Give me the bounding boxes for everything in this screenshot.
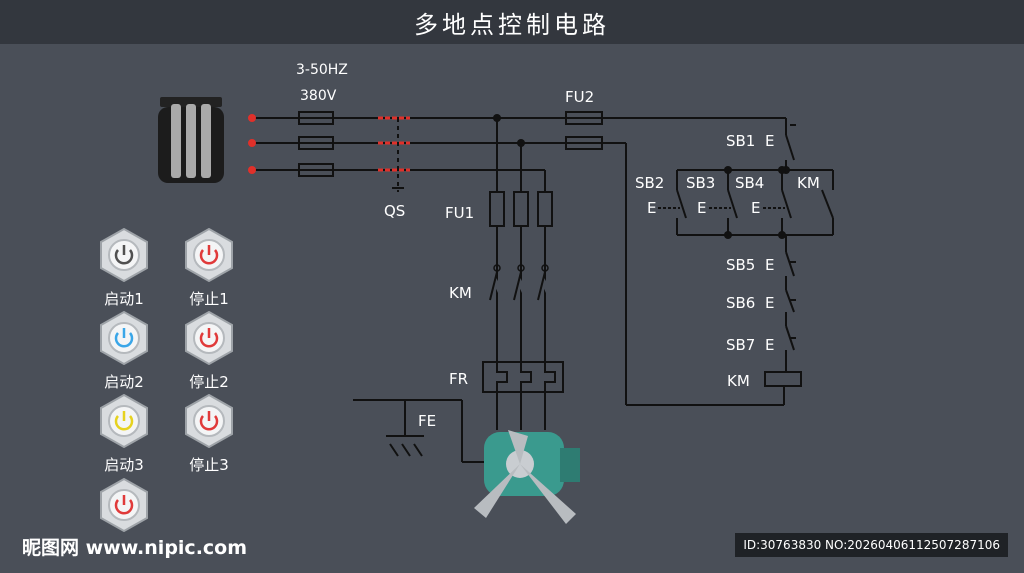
label-km-coil: KM: [727, 372, 750, 390]
stop-3-control[interactable]: 停止3: [179, 393, 239, 475]
fuse-l2: [298, 136, 334, 150]
terminal-l3: [248, 166, 256, 174]
label-fu1: FU1: [445, 204, 474, 222]
label-km-main: KM: [449, 284, 472, 302]
stop-2-button[interactable]: [182, 310, 236, 366]
label-sb1-e: E: [765, 132, 774, 150]
start-2-control[interactable]: 启动2: [94, 310, 154, 392]
stop-1-label: 停止1: [189, 290, 229, 308]
label-fr: FR: [449, 370, 468, 388]
start-1-label: 启动1: [104, 290, 144, 308]
start-1-control[interactable]: 启动1: [94, 227, 154, 309]
label-sb1: SB1: [726, 132, 755, 150]
fuse-fu1-a: [489, 191, 505, 227]
label-sb6: SB6: [726, 294, 755, 312]
fuse-fu1-b: [513, 191, 529, 227]
fuse-l3: [298, 163, 334, 177]
km-contact-c: [537, 271, 546, 301]
label-voltage: 380V: [300, 88, 337, 104]
label-sb6-e: E: [765, 294, 774, 312]
start-2-label: 启动2: [104, 373, 144, 391]
motor-icon: [474, 430, 580, 524]
fuse-fu1-c: [537, 191, 553, 227]
switch-sb1: [785, 134, 795, 161]
stop-all-control[interactable]: [94, 477, 154, 538]
label-sb5: SB5: [726, 256, 755, 274]
label-sb7-e: E: [765, 336, 774, 354]
label-sb3: SB3: [686, 174, 715, 192]
km-coil: [764, 371, 802, 387]
title-bar: 多地点控制电路: [0, 0, 1024, 44]
stop-all-button[interactable]: [97, 477, 151, 533]
stop-1-control[interactable]: 停止1: [179, 227, 239, 309]
label-sb5-e: E: [765, 256, 774, 274]
fr-relay: [482, 361, 564, 393]
km-contact-a: [489, 271, 498, 301]
start-3-label: 启动3: [104, 456, 144, 474]
label-sb3-e: E: [697, 199, 706, 217]
label-fu2: FU2: [565, 88, 594, 106]
start-1-button[interactable]: [97, 227, 151, 283]
stop-2-control[interactable]: 停止2: [179, 310, 239, 392]
stop-3-label: 停止3: [189, 456, 229, 474]
stop-2-label: 停止2: [189, 373, 229, 391]
label-sb2-e: E: [647, 199, 656, 217]
label-frequency: 3-50HZ: [296, 62, 348, 78]
stop-1-button[interactable]: [182, 227, 236, 283]
label-fe: FE: [418, 412, 436, 430]
start-3-control[interactable]: 启动3: [94, 393, 154, 475]
label-qs: QS: [384, 202, 405, 220]
fuse-l1: [298, 111, 334, 125]
label-sb4-e: E: [751, 199, 760, 217]
label-km-aux: KM: [797, 174, 820, 192]
start-3-button[interactable]: [97, 393, 151, 449]
fuse-fu2-a: [565, 111, 603, 125]
terminal-l1: [248, 114, 256, 122]
terminal-l2: [248, 139, 256, 147]
fuse-fu2-b: [565, 136, 603, 150]
label-sb2: SB2: [635, 174, 664, 192]
km-contact-b: [513, 271, 522, 301]
stop-3-button[interactable]: [182, 393, 236, 449]
watermark-logo: 昵图网 www.nipic.com: [22, 537, 248, 559]
page-title: 多地点控制电路: [414, 10, 610, 39]
start-2-button[interactable]: [97, 310, 151, 366]
label-sb7: SB7: [726, 336, 755, 354]
watermark-id: ID:30763830 NO:20260406112507287106: [735, 533, 1008, 557]
breaker-icon: [158, 97, 224, 183]
label-sb4: SB4: [735, 174, 764, 192]
